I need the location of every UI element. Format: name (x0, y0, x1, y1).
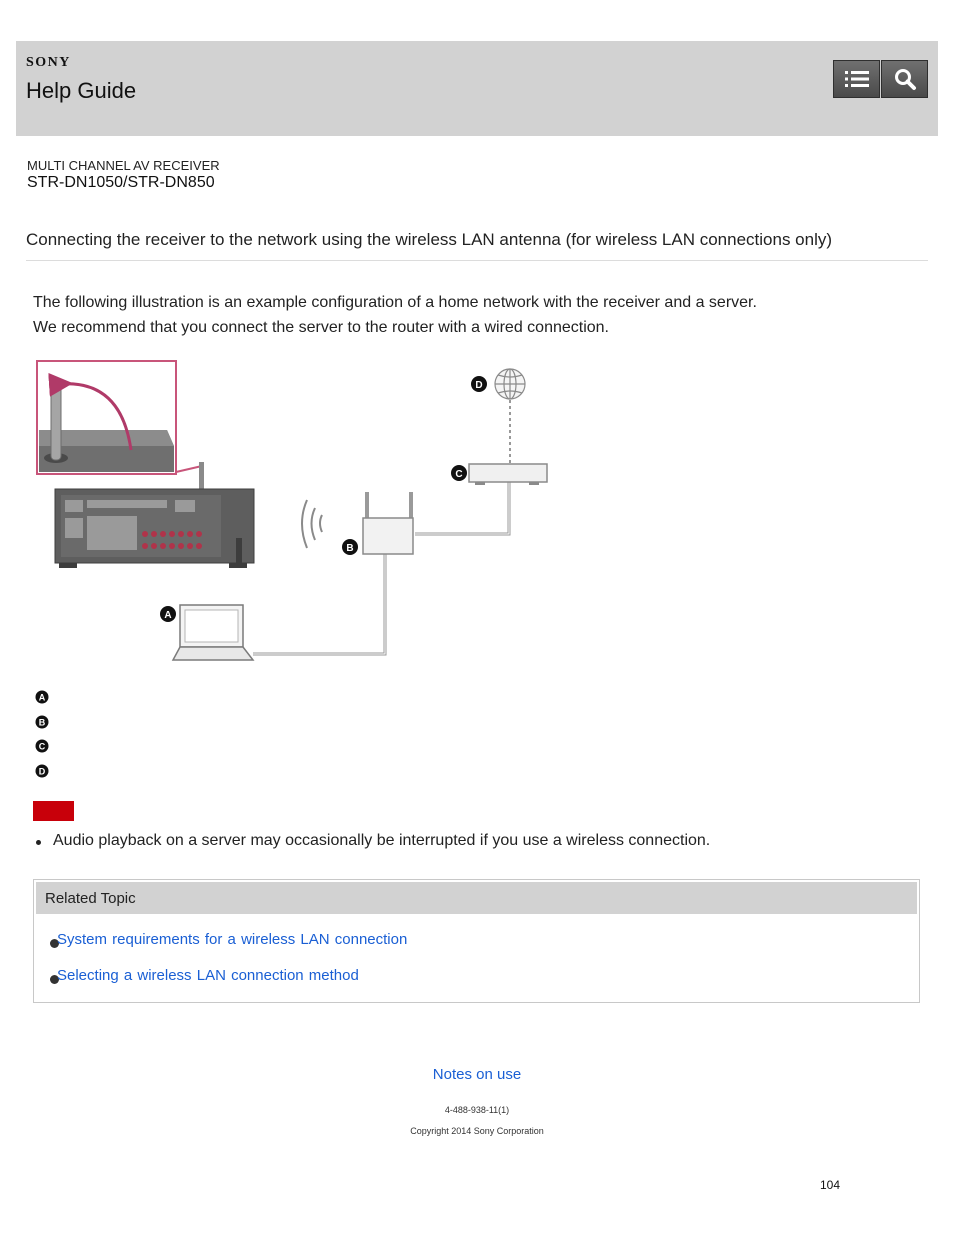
header-bar: SONY Help Guide (16, 41, 938, 136)
network-cables (253, 482, 511, 656)
wireless-router (362, 492, 414, 555)
legend-item-d: D (35, 764, 49, 778)
network-diagram: A B C D (36, 360, 548, 661)
label-a: A (160, 606, 176, 622)
laptop-computer (171, 604, 255, 661)
internet-globe-icon (494, 368, 526, 400)
legend-item-a: A (35, 690, 49, 704)
label-b: B (342, 539, 358, 555)
svg-text:D: D (475, 380, 482, 391)
svg-text:A: A (164, 610, 171, 621)
wireless-signal-icon (301, 499, 323, 549)
server-device (468, 463, 548, 485)
product-model: STR-DN1050/STR-DN850 (27, 174, 215, 191)
notes-on-use-link[interactable]: Notes on use (432, 1066, 522, 1083)
bullet-icon (50, 975, 59, 984)
legend-item-c: C (35, 739, 49, 753)
search-button[interactable] (881, 60, 928, 98)
label-d: D (471, 376, 487, 392)
related-link-connection-method[interactable]: Selecting a wireless LAN connection meth… (57, 967, 359, 984)
sony-logo: SONY (26, 55, 71, 70)
page-title: Connecting the receiver to the network u… (26, 230, 833, 249)
svg-text:B: B (346, 543, 353, 554)
toc-button[interactable] (833, 60, 880, 98)
document-number: 4-488-938-11(1) (444, 1105, 510, 1115)
related-topic-header: Related Topic (36, 882, 917, 914)
search-icon (894, 69, 916, 90)
svg-text:A: A (39, 693, 46, 703)
related-topic-title: Related Topic (45, 890, 136, 907)
label-c: C (451, 465, 467, 481)
list-icon (844, 71, 869, 87)
bullet-icon (50, 939, 59, 948)
svg-text:D: D (39, 767, 46, 777)
bullet-icon (36, 840, 41, 845)
copyright-text: Copyright 2014 Sony Corporation (410, 1126, 544, 1136)
antenna-closeup (36, 360, 177, 475)
related-link-system-requirements[interactable]: System requirements for a wireless LAN c… (57, 931, 408, 948)
note-label-bar (33, 801, 74, 821)
intro-paragraph: The following illustration is an example… (33, 294, 757, 311)
page-number: 104 (820, 1178, 841, 1192)
related-topic-panel: Related Topic System requirements for a … (33, 879, 920, 1003)
intro-paragraph: We recommend that you connect the server… (33, 319, 609, 336)
note-bullet-text: Audio playback on a server may occasiona… (53, 832, 711, 849)
svg-text:C: C (455, 469, 462, 480)
legend-item-b: B (35, 715, 49, 729)
av-receiver (54, 462, 255, 568)
product-category: MULTI CHANNEL AV RECEIVER (27, 158, 220, 173)
divider (26, 260, 928, 261)
help-guide-title: Help Guide (26, 78, 137, 103)
svg-text:C: C (39, 742, 46, 752)
svg-text:B: B (39, 718, 46, 728)
